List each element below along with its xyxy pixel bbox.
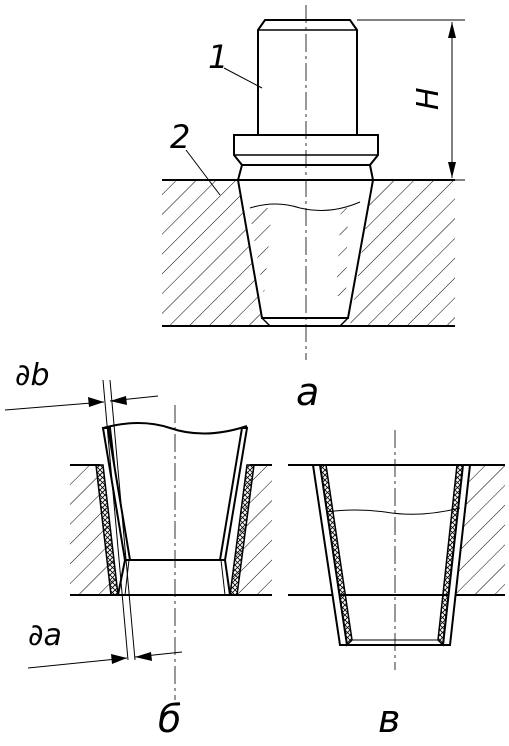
leader-1: 1 — [208, 38, 263, 89]
view-a-label: а — [296, 370, 319, 414]
view-b-label: б — [158, 697, 181, 741]
leader-2: 2 — [170, 118, 221, 196]
view-a: H 1 2 а — [162, 5, 465, 414]
dimension-h: H — [357, 19, 465, 181]
dimension-da: ∂a — [27, 618, 183, 669]
thickness-a-label: ∂a — [28, 618, 62, 653]
thickness-b-label: ∂b — [15, 358, 50, 393]
dimension-db: ∂b — [4, 358, 159, 661]
view-v: в — [288, 430, 505, 741]
part-1-label: 1 — [208, 38, 228, 76]
punch — [233, 19, 379, 181]
blank-cup — [237, 179, 374, 327]
height-label: H — [411, 87, 446, 110]
die-block — [162, 179, 455, 327]
part-2-label: 2 — [170, 118, 190, 156]
view-b: ∂b ∂a б — [4, 358, 272, 741]
view-v-label: в — [378, 697, 400, 741]
